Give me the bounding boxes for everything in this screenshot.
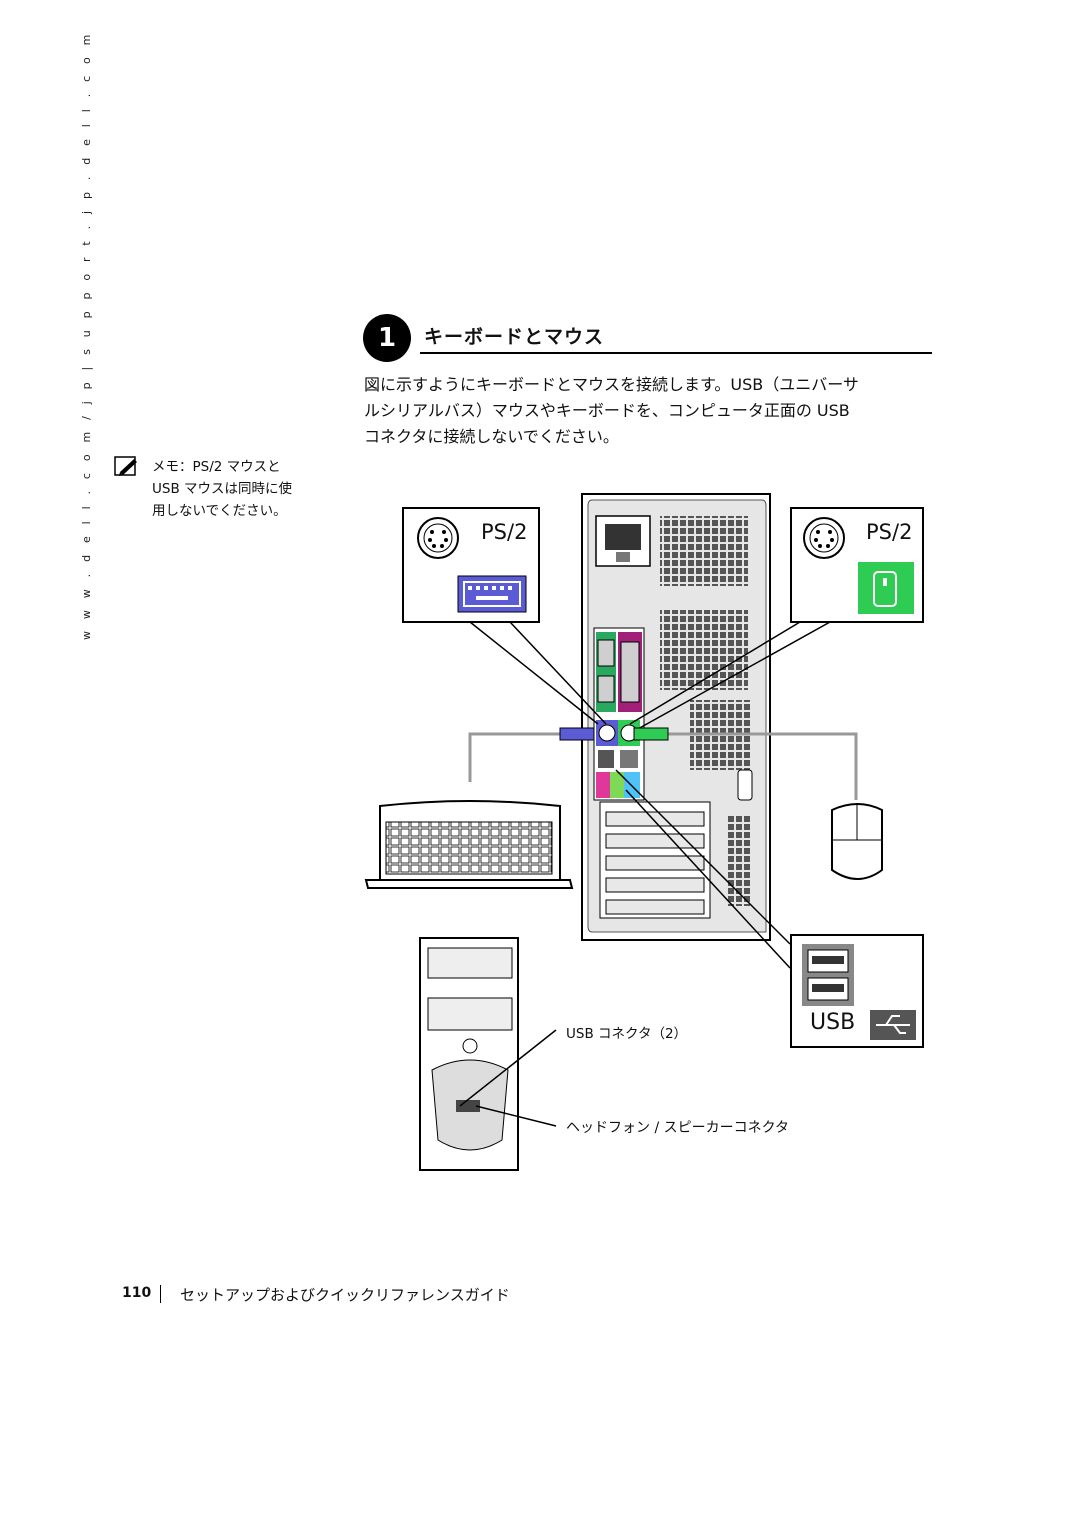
computer-rear-illustration xyxy=(581,493,771,941)
mouse-illustration xyxy=(831,803,883,880)
ps2-keyboard-label: PS/2 xyxy=(481,520,528,544)
headphone-connector-label: ヘッドフォン / スピーカーコネクタ xyxy=(566,1120,790,1136)
footer-title: セットアップおよびクイックリファレンスガイド xyxy=(180,1286,510,1304)
note-line-1: メモ：PS/2 マウスと xyxy=(152,459,281,475)
footer-separator xyxy=(160,1285,161,1303)
note-pencil-icon xyxy=(114,456,137,476)
note-line-2: USB マウスは同時に使 xyxy=(152,481,293,497)
computer-front-illustration xyxy=(419,937,519,1171)
usb-connectors-label: USB コネクタ（2） xyxy=(566,1026,688,1042)
ps2-mouse-label: PS/2 xyxy=(866,520,913,544)
step-number: 1 xyxy=(363,314,411,362)
body-paragraph: 図に示すようにキーボードとマウスを接続します。USB（ユニバーサ ルシリアルバス… xyxy=(364,372,944,450)
body-line-3: コネクタに接続しないでください。 xyxy=(364,427,619,446)
body-line-1: 図に示すようにキーボードとマウスを接続します。USB（ユニバーサ xyxy=(364,375,859,394)
note-line-3: 用しないでください。 xyxy=(152,503,287,519)
usb-symbol-icon xyxy=(876,1015,910,1034)
body-line-2: ルシリアルバス）マウスやキーボードを、コンピュータ正面の USB xyxy=(364,401,850,420)
note-text: メモ：PS/2 マウスと USB マウスは同時に使 用しないでください。 xyxy=(152,456,292,522)
keyboard-illustration xyxy=(364,800,574,889)
heading-rule xyxy=(420,352,932,354)
usb-label: USB xyxy=(810,1010,856,1035)
page-number: 110 xyxy=(122,1285,152,1301)
section-heading: キーボードとマウス xyxy=(424,326,605,348)
